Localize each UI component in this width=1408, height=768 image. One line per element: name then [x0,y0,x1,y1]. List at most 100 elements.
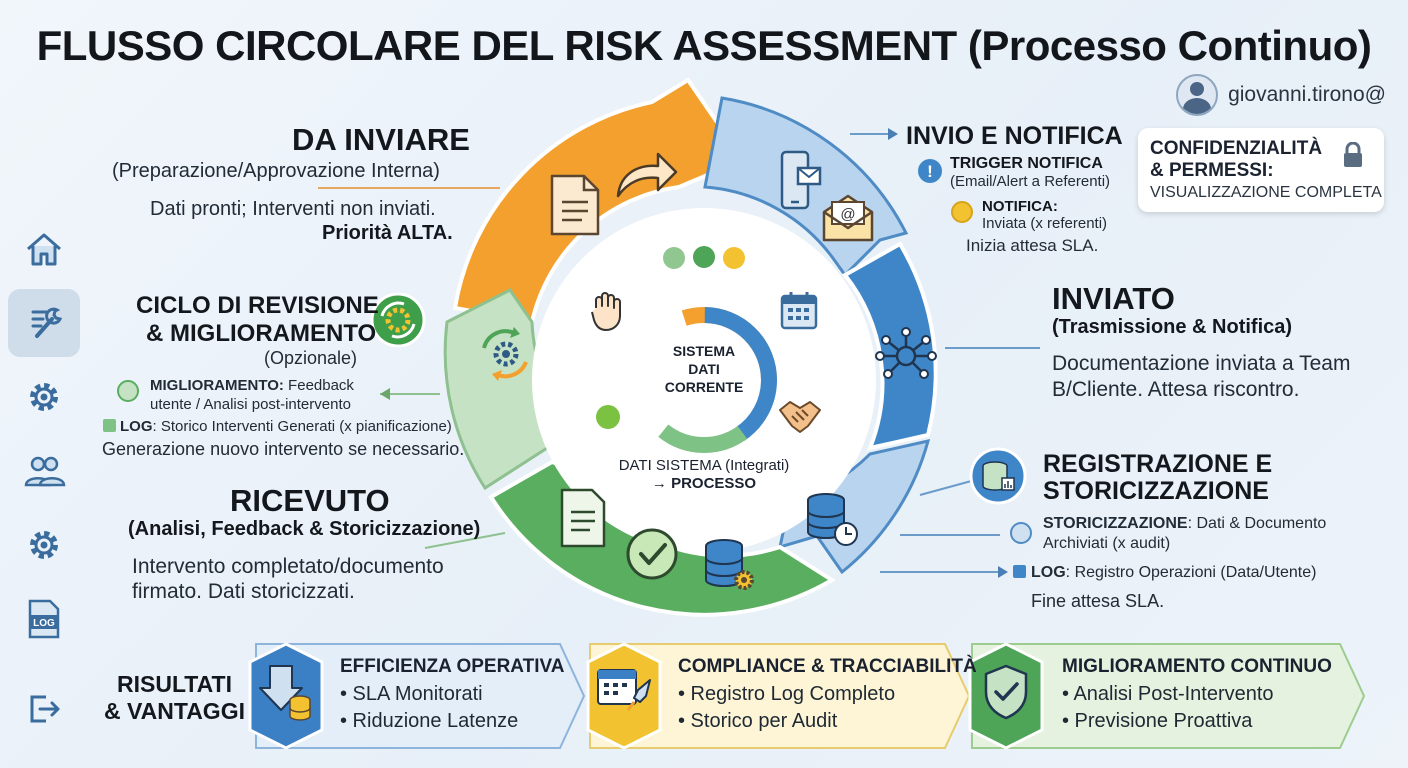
phone-icon [780,150,822,210]
connector-ricevuto [424,532,506,549]
ricevuto-subtitle: (Analisi, Feedback & Storicizzazione) [128,518,481,540]
center-line-3: CORRENTE [665,379,744,395]
trigger-desc: (Email/Alert a Referenti) [950,173,1111,190]
ciclo-log-line: LOG: Storico Interventi Generati (x pian… [120,418,452,435]
sidebar-item-logout[interactable] [8,675,80,743]
shield-check-icon [984,664,1028,720]
card-miglioramento-item-1: • Analisi Post-Intervento [1062,683,1274,705]
card-compliance-item-2: • Storico per Audit [678,710,838,732]
trigger-label: TRIGGER NOTIFICA [950,155,1103,172]
hand-icon [591,292,621,331]
miglioramento-label: MIGLIORAMENTO: [150,377,284,394]
miglioramento-desc-2: utente / Analisi post-intervento [150,396,351,413]
da-inviare-title: DA INVIARE [292,122,470,157]
status-dot-4 [596,405,620,429]
arrowhead-log [998,566,1008,578]
registrazione-log-desc: : Registro Operazioni (Data/Utente) [1065,564,1317,581]
inviato-desc-2: B/Cliente. Attesa riscontro. [1052,378,1300,401]
calendar-icon [780,292,818,330]
center-line-2: DATI [688,361,720,377]
invio-title: INVIO E NOTIFICA [906,122,1123,150]
registrazione-log-square [1013,565,1026,578]
sidebar-item-tools[interactable] [8,289,80,357]
database-gear-icon [705,539,754,590]
ring-blue [631,307,777,453]
sidebar-item-log[interactable]: LOG [8,585,80,653]
storicizzazione-desc-2: Archiviati (x audit) [1043,535,1171,552]
sidebar-item-users[interactable] [8,437,80,505]
network-icon [875,327,937,379]
download-coins-icon [259,665,311,721]
inviato-subtitle: (Trasmissione & Notifica) [1052,316,1293,338]
database-clock-icon [807,493,858,546]
tools-icon [31,307,63,338]
ciclo-title-2: & MIGLIORAMENTO [146,320,377,347]
confidentiality-card: CONFIDENZIALITÀ& PERMESSI: VISUALIZZAZIO… [1138,128,1384,212]
arrowhead-invio [888,128,898,140]
page-title: FLUSSO CIRCOLARE DEL RISK ASSESSMENT (Pr… [36,22,1372,69]
sidebar: LOG [8,215,80,749]
ring-green [631,307,777,453]
sidebar-item-gear[interactable] [8,363,80,431]
inviato-desc-1: Documentazione inviata a Team [1052,352,1351,375]
arrowhead-ciclo [380,388,390,400]
results-label: RISULTATI& VANTAGGI [104,671,245,725]
miglioramento-dot [117,380,139,402]
center-caption-1: DATI SISTEMA (Integrati) [619,457,790,474]
connector-registrazione [919,479,976,496]
notifica-dot [951,201,973,223]
ricevuto-title: RICEVUTO [230,483,390,518]
status-dot-3 [723,247,745,269]
calendar-rocket-icon [597,669,651,711]
conf-heading-1: CONFIDENZIALITÀ [1150,138,1323,159]
card-efficienza-item-2: • Riduzione Latenze [340,710,519,732]
users-icon [24,456,66,487]
ciclo-gen: Generazione nuovo intervento se necessar… [102,439,465,459]
gear-icon [30,383,58,411]
center-line-1: SISTEMA [673,343,735,359]
svg-text:@: @ [840,206,855,223]
da-inviare-desc-2: Priorità ALTA. [322,222,453,244]
lock-icon [1344,142,1362,167]
log-icon: LOG [28,599,60,639]
miglioramento-desc-1: Feedback [283,377,354,394]
alert-icon: ! [918,159,942,183]
email-icon: @ [822,194,874,242]
da-inviare-subtitle: (Preparazione/Approvazione Interna) [112,160,440,182]
home-icon [27,233,61,266]
user-badge[interactable]: giovanni.tirono@ [1176,74,1386,116]
registrazione-log-line: LOG: Registro Operazioni (Data/Utente) [1031,564,1316,582]
sidebar-item-home[interactable] [8,215,80,283]
storicizzazione-label: STORICIZZAZIONE [1043,515,1188,532]
status-dot-1 [663,247,685,269]
status-dot-2 [693,246,715,268]
center-caption-2: → PROCESSO [652,475,757,492]
registrazione-sla: Fine attesa SLA. [1031,591,1165,611]
card-miglioramento-title: MIGLIORAMENTO CONTINUO [1062,656,1332,677]
log-icon-label: LOG [33,618,55,629]
settings-icon [30,531,58,559]
inviato-title: INVIATO [1052,281,1175,316]
forward-arrow-icon [616,152,678,198]
review-badge-icon [370,292,426,348]
document-icon [550,174,600,236]
file-icon [560,488,606,548]
cycle-gear-icon [482,327,528,381]
ciclo-subtitle: (Opzionale) [264,348,358,368]
sidebar-item-settings[interactable] [8,511,80,579]
ciclo-log-desc: : Storico Interventi Generati (x pianifi… [152,418,452,435]
card-efficienza-item-1: • SLA Monitorati [340,683,483,705]
ricevuto-desc-2: firmato. Dati storicizzati. [132,580,355,603]
conf-heading-2: & PERMESSI: [1150,160,1274,181]
conf-value: VISUALIZZAZIONE COMPLETA [1150,184,1382,201]
card-compliance-title: COMPLIANCE & TRACCIABILITÀ [678,656,977,677]
notifica-label: NOTIFICA: [982,198,1058,215]
notifica-desc: Inviata (x referenti) [982,215,1108,232]
user-name: giovanni.tirono@ [1228,83,1386,106]
registrazione-log-label: LOG [1031,564,1066,581]
miglioramento-line-1: MIGLIORAMENTO: Feedback [150,377,354,394]
card-efficienza-title: EFFICIENZA OPERATIVA [340,656,565,677]
ciclo-title-1: CICLO DI REVISIONE [136,292,379,319]
